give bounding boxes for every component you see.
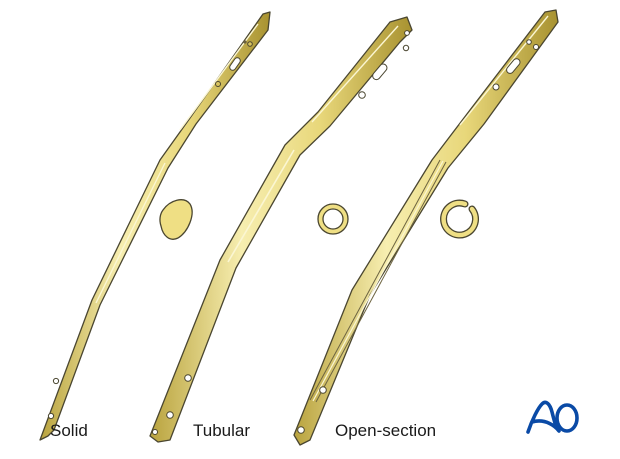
solid-label: Solid	[50, 421, 88, 440]
tubular-label: Tubular	[193, 421, 251, 440]
solid-cross-section	[159, 199, 193, 240]
solid-nail	[39, 11, 271, 441]
tubular-cross-section	[317, 203, 349, 235]
open-section-cross-section	[440, 199, 480, 239]
open-section-nail	[293, 9, 559, 446]
open-section-label: Open-section	[335, 421, 437, 440]
tubular-nail	[149, 16, 413, 443]
ao-logo	[526, 400, 579, 434]
